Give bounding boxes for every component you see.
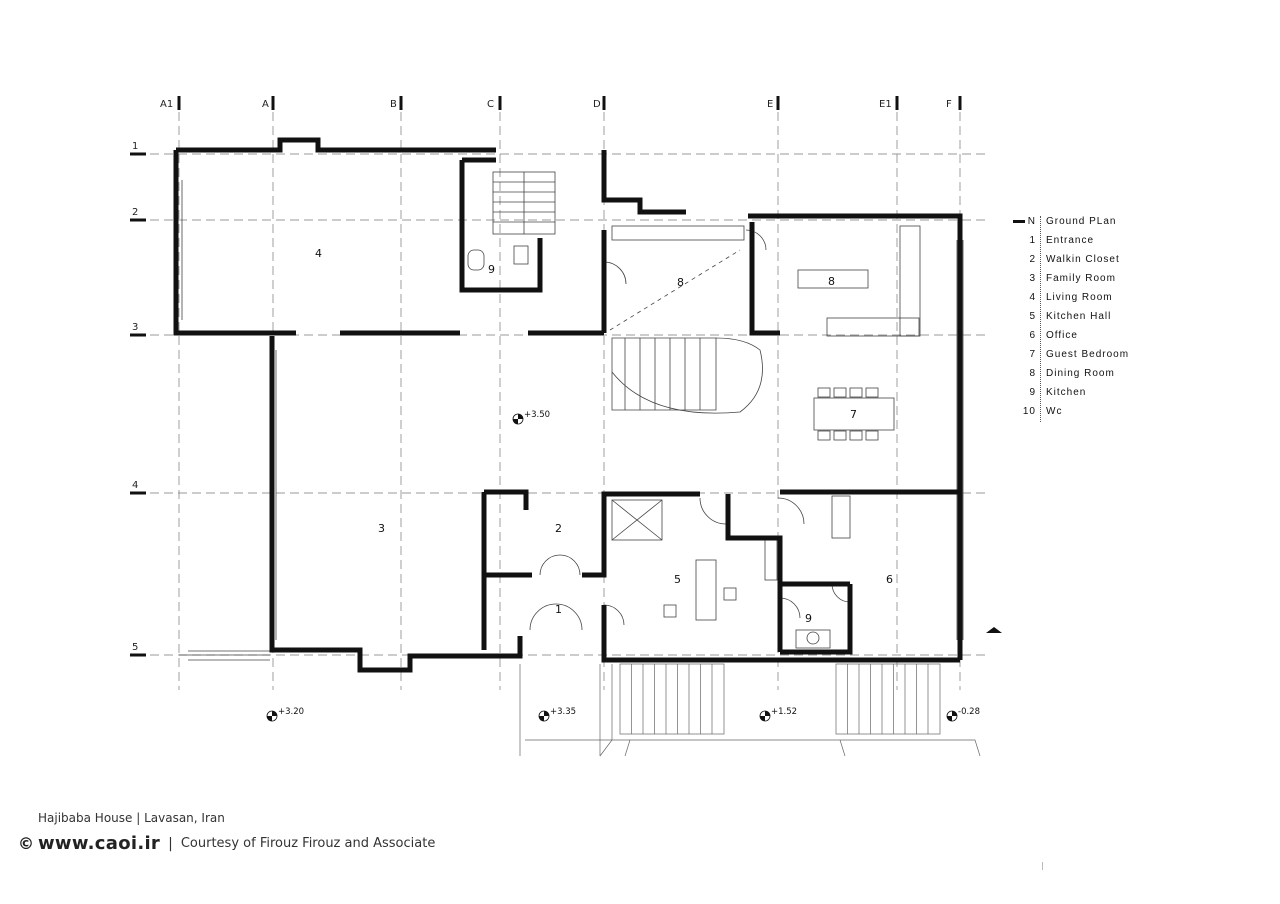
legend-divider	[1040, 216, 1041, 422]
grid-col-label-F: F	[946, 99, 952, 110]
legend-item-number: 9	[1029, 387, 1036, 398]
room-label-dining-room-1: 8	[677, 276, 684, 289]
grid-col-label-E: E	[767, 99, 773, 110]
exterior-walls	[173, 137, 963, 673]
legend-item-label: Guest Bedroom	[1046, 349, 1130, 360]
room-label-kitchen-1: 9	[488, 263, 495, 276]
grid-col-label-B: B	[390, 99, 397, 110]
grid-row-label-3: 3	[132, 322, 138, 333]
legend-item-label: Office	[1046, 330, 1078, 341]
legend-item-label: Entrance	[1046, 235, 1095, 246]
room-label-family-room: 3	[378, 522, 385, 535]
page-mark	[1042, 862, 1043, 870]
legend-item-label: Wc	[1046, 406, 1063, 417]
legend-title: Ground PLan	[1046, 216, 1117, 227]
legend-item-label: Dining Room	[1046, 368, 1115, 379]
grid-row-label-1: 1	[132, 141, 138, 152]
legend-title-key: N	[1027, 216, 1036, 227]
exterior-stairs	[519, 663, 981, 757]
grid-col-label-A: A	[262, 99, 269, 110]
legend-item-label: Living Room	[1046, 292, 1113, 303]
room-label-kitchen-2: 9	[805, 612, 812, 625]
level-text-west: +3.20	[278, 707, 304, 717]
level-marker-east: +1.52	[759, 707, 797, 722]
credit-separator: |	[168, 835, 173, 852]
section-arrow-icon	[986, 627, 1002, 633]
room-label-office: 6	[886, 573, 893, 586]
room-label-kitchen-hall: 5	[674, 573, 681, 586]
interior-details	[175, 171, 964, 661]
legend-item-number: 3	[1029, 273, 1036, 284]
grid-row-label-4: 4	[132, 480, 138, 491]
level-marker-entrance: +3.35	[538, 707, 576, 722]
grid-col-label-C: C	[487, 99, 494, 110]
legend-item-label: Kitchen	[1046, 387, 1087, 398]
level-text-garden: -0.28	[958, 707, 980, 717]
level-text-main: +3.50	[524, 410, 550, 420]
copyright-symbol: ©	[18, 834, 34, 853]
legend-item-number: 8	[1029, 368, 1036, 379]
legend-item-label: Family Room	[1046, 273, 1116, 284]
legend-item-label: Kitchen Hall	[1046, 311, 1112, 322]
legend-item-number: 4	[1029, 292, 1036, 303]
room-label-walkin-closet: 2	[555, 522, 562, 535]
room-label-living-room: 4	[315, 247, 322, 260]
room-label-guest-bedroom: 7	[850, 408, 857, 421]
legend-item-number: 6	[1029, 330, 1036, 341]
legend-item-number: 7	[1029, 349, 1036, 360]
level-marker-west: +3.20	[266, 707, 304, 722]
credit-line: © www.caoi.ir | Courtesy of Firouz Firou…	[18, 833, 436, 854]
level-text-entrance: +3.35	[550, 707, 576, 717]
room-label-entrance: 1	[555, 603, 562, 616]
legend-item-number: 5	[1029, 311, 1036, 322]
legend-item-number: 2	[1029, 254, 1036, 265]
courtesy-text: Courtesy of Firouz Firouz and Associate	[180, 836, 436, 851]
level-marker-garden: -0.28	[946, 707, 980, 722]
site-link[interactable]: www.caoi.ir	[38, 833, 161, 854]
legend-item-number: 1	[1029, 235, 1036, 246]
legend-wall-swatch-icon	[1012, 219, 1025, 223]
legend-item-number: 10	[1022, 406, 1036, 417]
legend-item-label: Walkin Closet	[1046, 254, 1120, 265]
grid-col-label-D: D	[593, 99, 601, 110]
level-marker-main: +3.50	[512, 410, 550, 425]
grid-row-label-5: 5	[132, 642, 138, 653]
project-caption: Hajibaba House | Lavasan, Iran	[38, 811, 225, 825]
grid-col-label-A1: A1	[160, 99, 173, 110]
room-label-dining-room-2: 8	[828, 275, 835, 288]
grid-col-label-E1: E1	[879, 99, 892, 110]
level-text-east: +1.52	[771, 707, 797, 717]
grid-row-label-2: 2	[132, 207, 138, 218]
